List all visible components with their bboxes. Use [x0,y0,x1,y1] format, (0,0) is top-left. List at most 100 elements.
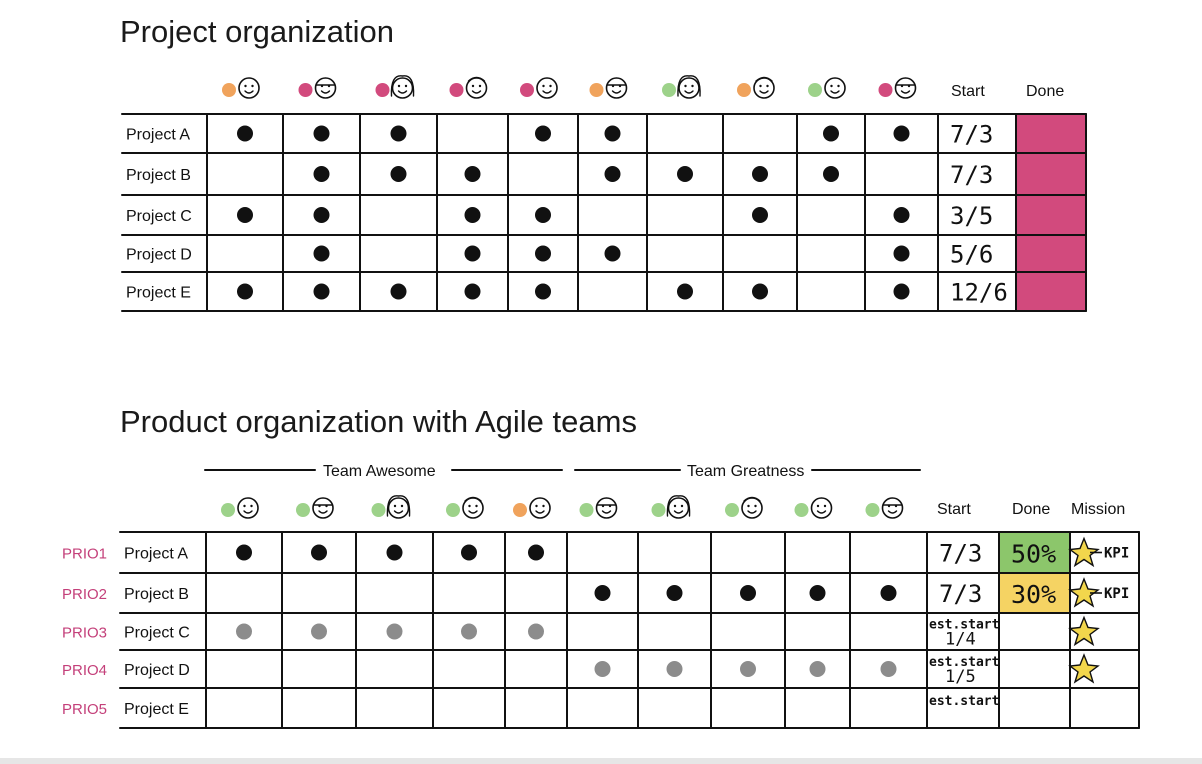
section1-assignment-dot-r5-c5 [535,283,551,300]
section1-face-hat-4 [467,76,486,82]
section2-prio-label-4: PRIO4 [62,662,107,679]
section2-face-mouth-1 [243,510,253,514]
section1-start-value-1: 7/3 [950,121,993,149]
section1-face-mouth-3 [397,90,408,94]
section2-start-header: Start [937,501,971,518]
section2-face-mouth-7 [673,510,684,514]
section1-person-color-dot-10 [878,83,893,97]
section1-done-fill-4 [1016,235,1086,272]
section1-row-label-3: Project C [126,208,192,225]
section2-face-mouth-9 [816,510,827,514]
section2-face-eye-left-9 [816,504,820,508]
section2-face-icon-10 [881,497,904,519]
section1-face-icon-1 [238,77,260,99]
section1-assignment-dot-r5-c4 [464,283,481,300]
section1-start-value-4: 5/6 [950,241,993,269]
section2-face-icon-1 [237,497,259,519]
section1-assignment-dot-r3-c8 [752,207,768,223]
section1-face-eye-left-4 [471,84,475,88]
section1-face-mouth-1 [244,90,254,94]
section2-face-eye-right-9 [823,504,827,508]
section1-assignment-dot-r1-c1 [237,125,253,142]
section2-prio-label-1: PRIO1 [62,546,107,563]
section2-assignment-dot-r4-c6 [594,661,611,677]
section2-face-eye-left-3 [393,504,397,508]
section2-person-color-dot-3 [371,503,386,517]
section1-face-hat-8 [755,76,773,82]
section1-assignment-dot-r5-c3 [390,283,407,300]
section2-assignment-dot-r3-c4 [461,623,477,640]
section2-face-outline-5 [529,497,551,519]
section2-mission-text-2: KPI [1104,586,1129,602]
section2-person-color-dot-6 [579,503,594,517]
section1-person-color-dot-9 [808,83,822,97]
section1-face-outline-3 [391,77,414,99]
section1-face-icon-8 [753,76,775,99]
section2-face-mouth-8 [747,510,757,514]
section2-face-icon-7 [666,495,691,519]
section1-face-outline-9 [824,77,846,99]
section1-face-icon-5 [536,77,558,99]
section2-prio-label-2: PRIO2 [62,586,107,603]
section1-assignment-dot-r1-c2 [313,125,330,142]
section1-face-mouth-6 [611,90,622,94]
section2-face-outline-9 [810,497,833,519]
section1-start-value-5: 12/6 [950,279,1008,307]
section1-assignment-dot-r2-c7 [677,166,693,182]
section1-row-label-4: Project D [126,247,192,264]
section2-face-mouth-2 [318,510,328,514]
section2-mission-header: Mission [1071,501,1125,518]
section1-person-color-dot-1 [222,83,236,97]
section2-mission-star-icon-4 [1068,653,1100,684]
section2-face-hat-8 [743,496,761,502]
section1-assignment-dot-r2-c9 [823,166,839,182]
section1-face-hair-7 [677,75,701,97]
section1-assignment-dot-r4-c2 [313,245,330,262]
section1-done-fill-2 [1016,153,1086,195]
section2-face-outline-2 [312,497,334,519]
section1-assignment-dot-r3-c5 [535,207,551,223]
section1-assignment-dot-r5-c10 [893,283,910,300]
section1-person-color-dot-2 [298,83,313,97]
section1-assignment-dot-r4-c6 [604,245,621,262]
section1-face-mouth-5 [542,90,552,94]
section2-face-eye-right-5 [542,504,545,508]
section2-face-outline-1 [237,497,259,519]
section2-face-icon-2 [312,497,334,519]
section2-face-hair-7 [666,495,691,517]
section2-assignment-dot-r2-c10 [880,585,897,601]
section1-row-label-5: Project E [126,285,191,302]
section2-est-start-label-4: est.start [929,655,999,670]
section2-face-mouth-3 [393,510,404,514]
section2-face-mouth-4 [468,510,478,514]
section1-assignment-dot-r5-c7 [677,283,693,300]
section2-person-color-dot-7 [651,503,666,517]
section2-face-icon-6 [595,497,618,519]
section1-start-header: Start [951,83,985,100]
section1-face-mouth-10 [900,90,911,94]
section1-assignment-dot-r3-c1 [237,207,253,223]
section2-face-eye-left-5 [535,504,538,508]
section2-assignment-dot-r1-c2 [311,544,327,561]
section1-done-fill-3 [1016,195,1086,235]
section2-face-mouth-10 [887,510,898,514]
section2-person-color-dot-4 [446,503,460,517]
section2-face-outline-6 [595,497,618,519]
section1-assignment-dot-r4-c10 [893,245,910,262]
section1-assignment-dot-r1-c6 [604,125,621,142]
section2-est-start-value-3: 1/4 [945,630,976,650]
section1-start-value-3: 3/5 [950,202,993,230]
section1-face-mouth-7 [684,90,694,94]
section2-face-icon-4 [462,496,484,519]
section1-done-fill-1 [1016,114,1086,153]
section1-person-color-dot-3 [375,83,390,97]
section1-assignment-dot-r3-c2 [313,207,330,223]
section1-assignment-dot-r3-c10 [893,207,910,223]
section1-face-mouth-9 [830,90,840,94]
section1-person-color-dot-6 [589,83,604,97]
section1-face-icon-2 [314,77,337,99]
section1-face-eye-right-7 [691,84,694,88]
section2-person-color-dot-2 [296,503,310,517]
section2-prio-label-3: PRIO3 [62,625,107,642]
section2-face-outline-7 [667,497,690,519]
